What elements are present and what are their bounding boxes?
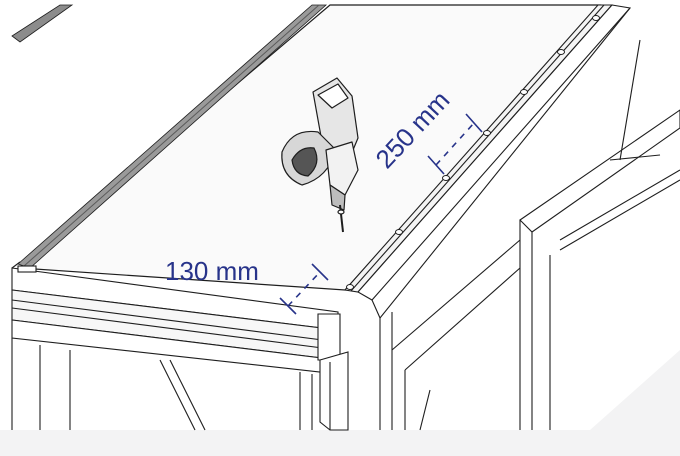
frame-rafters bbox=[379, 39, 680, 431]
screw-icon bbox=[337, 204, 345, 233]
sheet-stripes bbox=[11, 4, 328, 269]
frame-posts bbox=[11, 338, 313, 431]
dimension-marker-250 bbox=[427, 113, 483, 175]
ridge-screws bbox=[346, 15, 600, 290]
dimension-front-spacing: 130 mm bbox=[165, 256, 329, 315]
cordless-drill-icon bbox=[281, 77, 359, 233]
dimension-marker-130 bbox=[279, 263, 329, 315]
front-gutter bbox=[11, 261, 349, 431]
dimension-label-130: 130 mm bbox=[165, 256, 259, 286]
